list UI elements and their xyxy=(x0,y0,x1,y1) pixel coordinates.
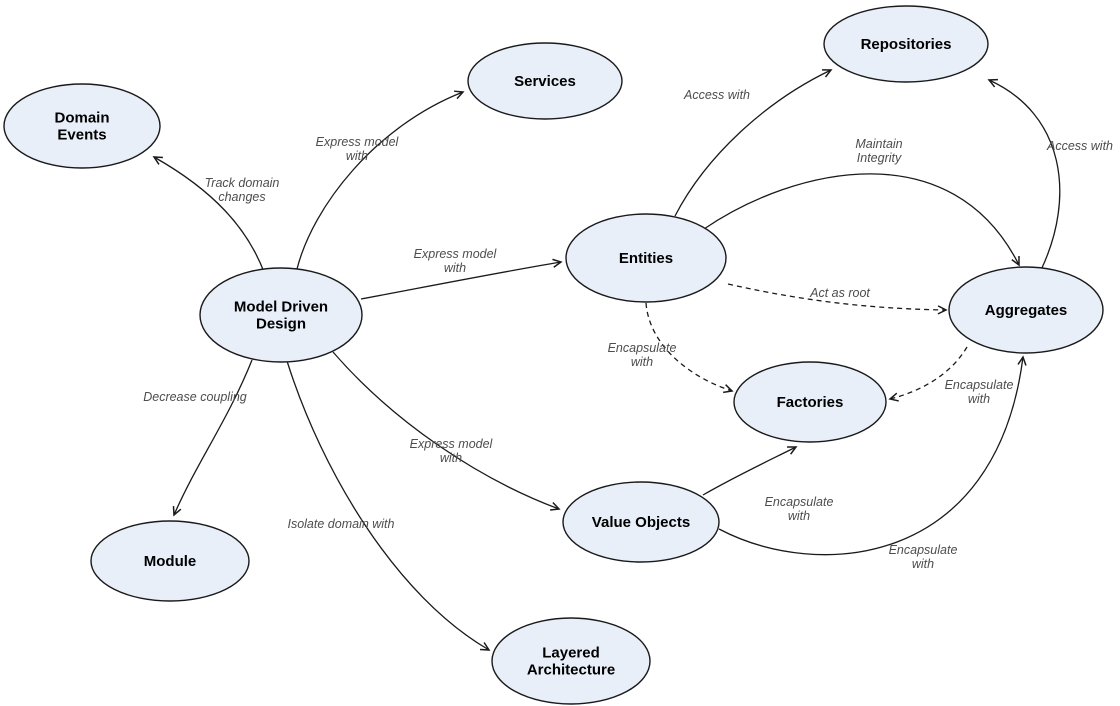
edge-express-model-value-objects xyxy=(332,351,561,511)
edge-express-model-entities xyxy=(360,258,563,300)
node-aggregates: Aggregates xyxy=(948,266,1104,354)
edge-access-with-aggregates xyxy=(987,78,1061,271)
node-label-repositories: Repositories xyxy=(861,36,952,53)
node-ellipse-factories xyxy=(733,361,887,443)
node-ellipse-layered-architecture xyxy=(491,617,651,705)
node-services: Services xyxy=(467,42,623,120)
node-factories: Factories xyxy=(733,361,887,443)
edge-encapsulate-entities-factories xyxy=(645,302,734,394)
node-ellipse-services xyxy=(467,42,623,120)
node-label-factories: Factories xyxy=(777,394,844,411)
edge-express-model-services xyxy=(296,90,465,270)
node-label-module: Module xyxy=(144,553,197,570)
edge-label-decrease-coupling: Decrease coupling xyxy=(143,390,247,404)
node-ellipse-module xyxy=(90,520,250,602)
node-entities: Entities xyxy=(565,213,727,303)
edge-label-act-as-root: Act as root xyxy=(809,286,870,300)
node-ellipse-repositories xyxy=(823,5,989,83)
edge-encapsulate-value-objects-aggregates xyxy=(718,355,1027,556)
edge-maintain-integrity xyxy=(703,173,1020,267)
edge-track-domain-changes xyxy=(152,156,265,273)
edge-access-with-entities xyxy=(674,69,833,217)
edge-isolate-domain-with xyxy=(286,360,491,651)
edge-encapsulate-aggregates-factories xyxy=(888,346,968,402)
edge-act-as-root xyxy=(727,283,948,315)
node-label-entities: Entities xyxy=(619,250,673,267)
node-ellipse-entities xyxy=(565,213,727,303)
node-label-aggregates: Aggregates xyxy=(985,302,1068,319)
edge-label-access-with-aggregates: Access with xyxy=(1046,139,1113,153)
edge-label-access-with-entities: Access with xyxy=(683,88,750,102)
edge-encapsulate-value-objects-factories xyxy=(702,446,798,496)
node-label-services: Services xyxy=(514,73,576,90)
edge-decrease-coupling xyxy=(172,359,253,517)
node-ellipse-value-objects xyxy=(562,481,720,563)
node-module: Module xyxy=(90,520,250,602)
node-value-objects: Value Objects xyxy=(562,481,720,563)
node-repositories: Repositories xyxy=(823,5,989,83)
edge-label-isolate-domain-with: Isolate domain with xyxy=(287,517,394,531)
node-ellipse-model-driven-design xyxy=(199,267,363,363)
node-ellipse-aggregates xyxy=(948,266,1104,354)
node-ellipse-domain-events xyxy=(3,83,161,169)
node-label-value-objects: Value Objects xyxy=(592,514,690,531)
